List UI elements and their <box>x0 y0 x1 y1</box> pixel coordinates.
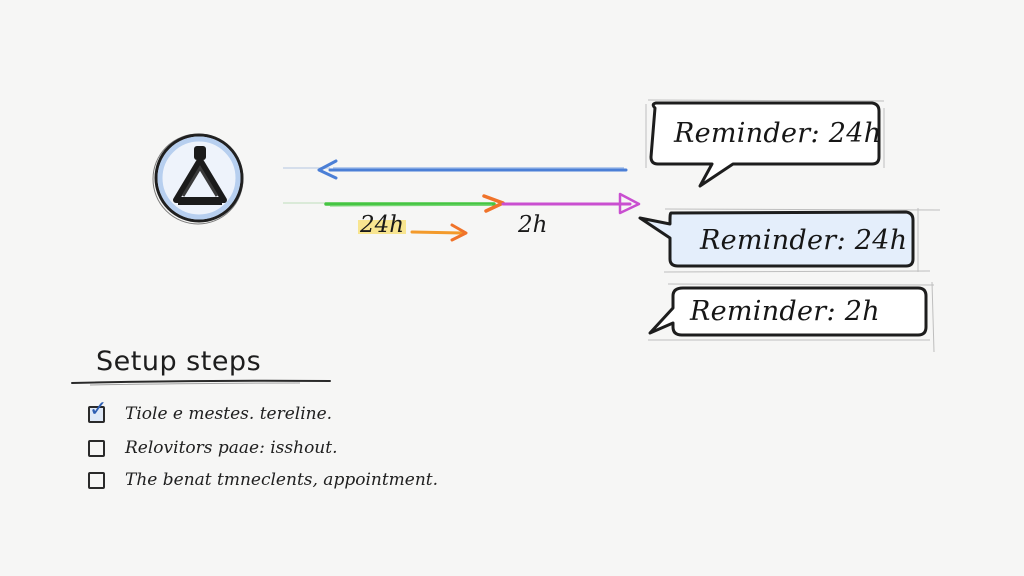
reminder-bubble-1 <box>645 99 885 188</box>
return-arrow <box>317 159 628 180</box>
setup-step-3[interactable]: The benat tmneclents, appointment. <box>88 468 438 492</box>
setup-step-1[interactable]: ✓ Tiole e mestes. tereline. <box>88 398 333 426</box>
appointment-logo-icon <box>152 133 244 225</box>
reminder-bubble-3-text: Reminder: 2h <box>690 296 880 327</box>
setup-step-3-text: The benat tmneclents, appointment. <box>125 470 439 490</box>
small-arrow-24h <box>410 223 468 242</box>
step-checkbox[interactable] <box>88 439 105 457</box>
green-arrow <box>324 194 505 213</box>
checkmark-icon: ✓ <box>89 396 108 422</box>
reminder-bubble-3 <box>648 281 935 353</box>
magenta-arrow <box>501 192 641 215</box>
step-checkbox[interactable] <box>88 471 105 489</box>
reminder-bubble-2 <box>638 208 941 273</box>
arrow-label-24h: 24h <box>358 212 407 238</box>
setup-step-2-text: Relovitors paae: isshout. <box>125 438 338 458</box>
setup-step-2[interactable]: Relovitors paae: isshout. <box>88 436 338 460</box>
setup-steps-title: Setup steps <box>96 346 262 377</box>
setup-title-underline <box>71 379 331 386</box>
arrow-label-2h: 2h <box>518 212 548 238</box>
step-checkbox-checked[interactable]: ✓ <box>88 398 107 423</box>
setup-step-1-text: Tiole e mestes. tereline. <box>125 404 333 424</box>
reminder-bubble-2-text: Reminder: 24h <box>700 225 908 256</box>
reminder-bubble-1-text: Reminder: 24h <box>674 118 882 149</box>
